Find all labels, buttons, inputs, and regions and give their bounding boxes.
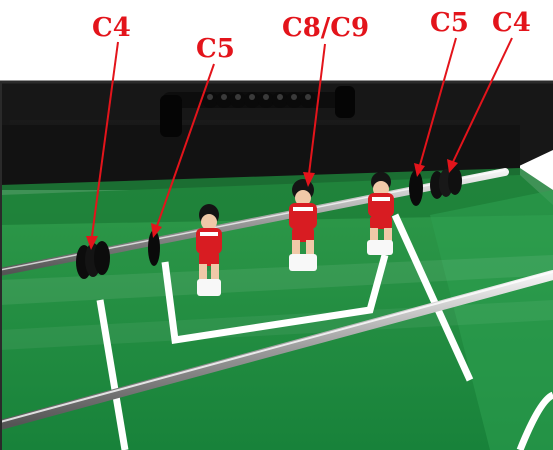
player-figure-left [196,204,222,296]
playfield [0,168,553,450]
label-c5-right: C5 [430,10,469,36]
stopper-c5-right [409,170,423,206]
label-c5-left: C5 [196,36,235,62]
label-c4-left: C4 [92,15,131,41]
player-figure-center [289,179,317,271]
label-c4-right: C4 [492,10,531,36]
bumper-c4-left [76,241,110,279]
label-c8-c9: C8/C9 [282,15,369,41]
bumper-c4-right [430,167,462,199]
